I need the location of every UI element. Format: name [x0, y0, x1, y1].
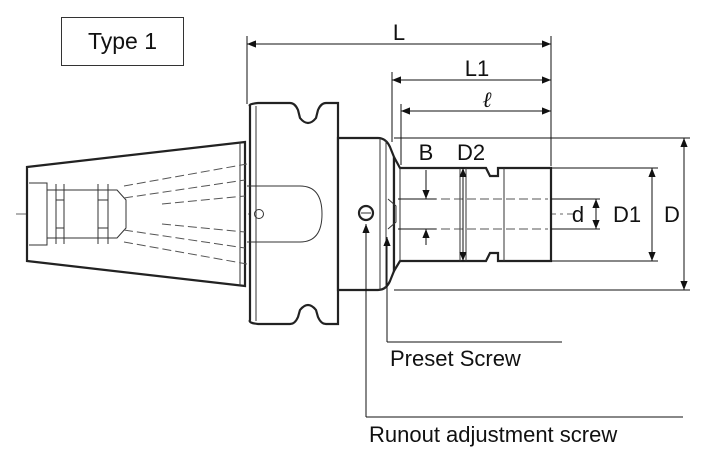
label-l: ℓ — [482, 88, 492, 113]
label-D1: D1 — [613, 202, 641, 227]
dimension-d: d — [551, 198, 600, 230]
dimension-L: L — [246, 20, 552, 166]
dimension-D: D — [394, 137, 690, 291]
dimension-L1: L1 — [391, 56, 551, 142]
label-L: L — [393, 20, 405, 45]
label-D2: D2 — [457, 140, 485, 165]
dimension-l: ℓ — [400, 88, 551, 165]
label-L1: L1 — [465, 56, 489, 81]
flange — [247, 101, 340, 326]
hidden-lines — [123, 163, 248, 265]
label-D: D — [664, 202, 680, 227]
dimension-D1: D1 — [551, 167, 658, 262]
dimension-B: B — [398, 140, 436, 245]
label-d: d — [572, 202, 584, 227]
dimension-D2: D2 — [457, 140, 485, 261]
collet-nose — [387, 156, 553, 275]
preset-screw-callout: Preset Screw — [383, 237, 562, 371]
label-B: B — [419, 140, 434, 165]
type-label: Type 1 — [61, 17, 184, 66]
runout-screw-callout: Runout adjustment screw — [362, 224, 683, 447]
runout-screw-label: Runout adjustment screw — [369, 422, 617, 447]
taper-shank — [25, 140, 247, 288]
preset-screw-label: Preset Screw — [390, 346, 521, 371]
